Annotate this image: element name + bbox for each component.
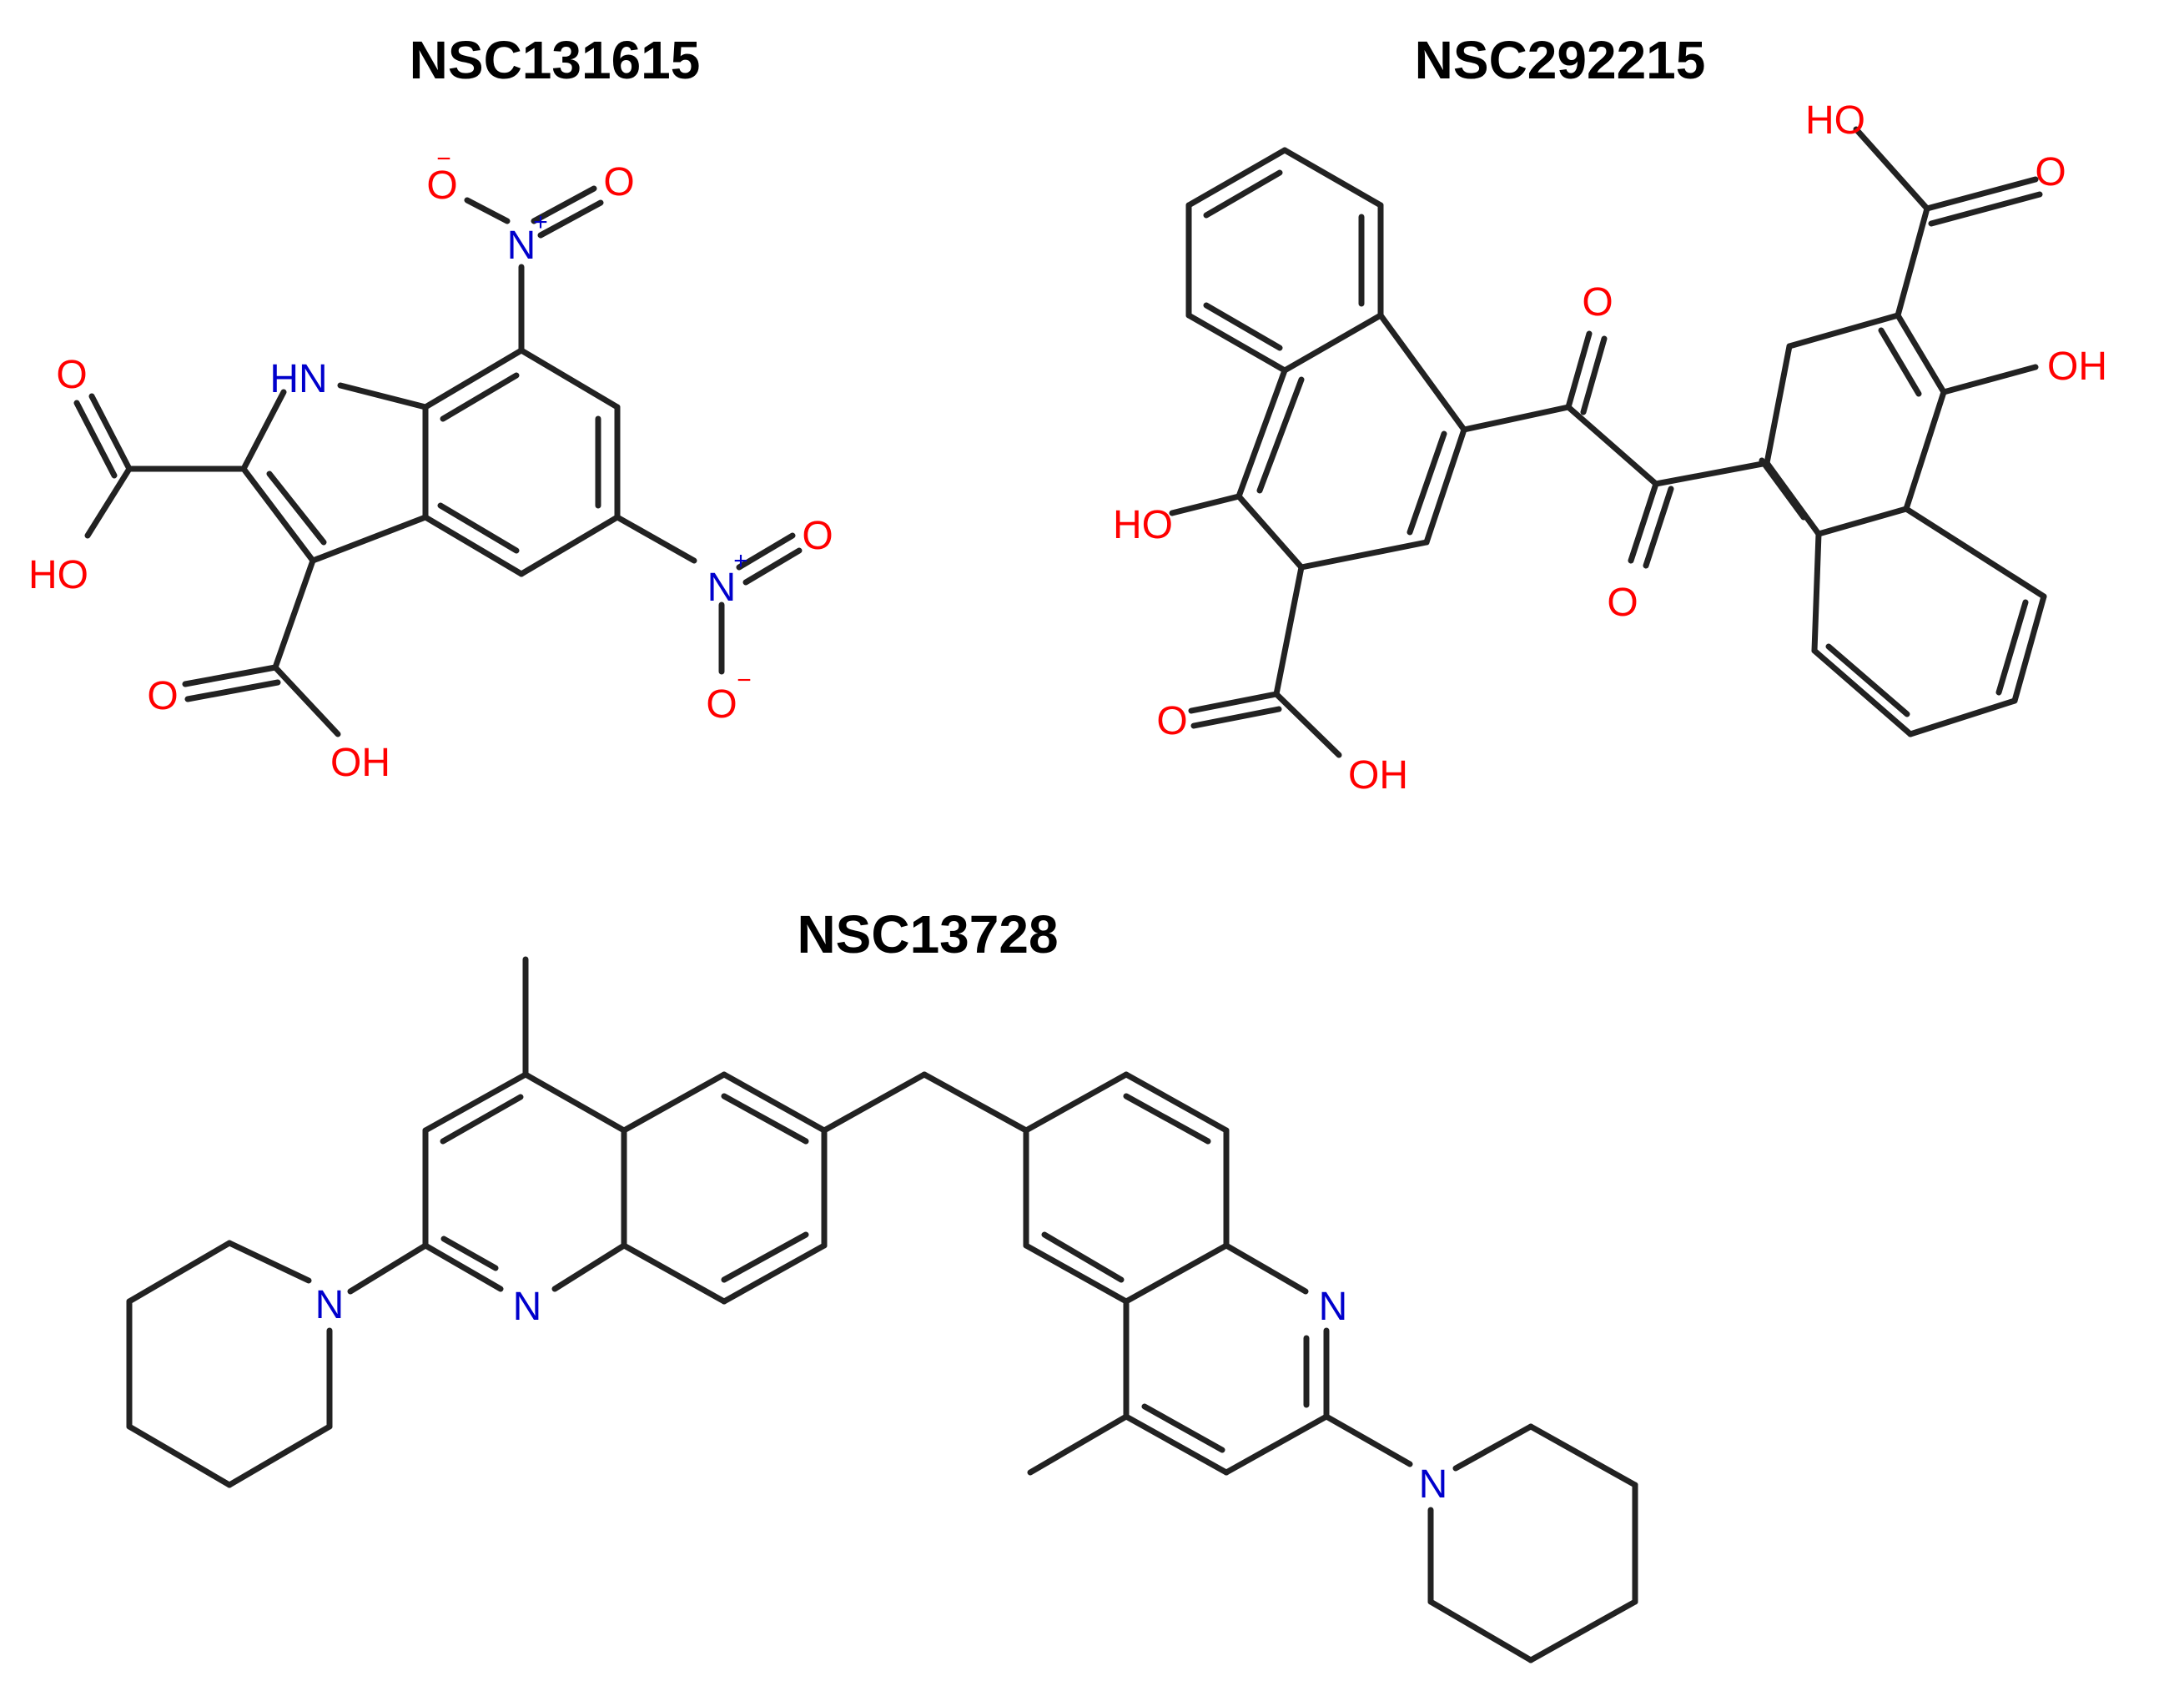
atom-label: HO bbox=[1805, 98, 1865, 143]
molecule-nsc13728: NSC13728 bbox=[126, 904, 1638, 1663]
atom-label: O bbox=[1156, 699, 1187, 743]
atom-labels: HN N + O − O N + O O − O HO O OH bbox=[28, 145, 833, 785]
molecule-title: NSC13728 bbox=[797, 904, 1058, 964]
atom-label: O bbox=[706, 682, 737, 727]
atom-label: N bbox=[1419, 1462, 1448, 1507]
atom-label: HN bbox=[269, 357, 327, 401]
atom-label: O bbox=[603, 160, 634, 204]
atom-label: N bbox=[513, 1285, 542, 1329]
charge-label: − bbox=[436, 145, 451, 173]
atom-label: HO bbox=[28, 553, 88, 597]
atom-labels: N N N N bbox=[315, 1283, 1448, 1507]
molecule-nsc292215: NSC292215 bbox=[1113, 30, 2107, 798]
atom-label: OH bbox=[1348, 753, 1408, 798]
bonds bbox=[126, 956, 1638, 1663]
atom-label: O bbox=[2035, 150, 2066, 194]
atom-label: OH bbox=[2047, 345, 2107, 389]
atom-label: O bbox=[56, 353, 87, 397]
charge-label: + bbox=[533, 209, 548, 236]
atom-label: N bbox=[507, 224, 536, 268]
atom-label: O bbox=[426, 164, 457, 208]
molecule-title: NSC131615 bbox=[410, 30, 701, 90]
atom-label: N bbox=[707, 566, 737, 610]
atom-label: O bbox=[802, 514, 833, 558]
atom-label: OH bbox=[330, 741, 390, 785]
bonds bbox=[1169, 126, 2047, 758]
atom-label: HO bbox=[1113, 503, 1173, 547]
atom-label: N bbox=[1319, 1285, 1348, 1329]
charge-label: + bbox=[733, 547, 748, 575]
molecule-nsc131615: NSC131615 bbox=[28, 30, 833, 785]
atom-label: O bbox=[1582, 280, 1613, 325]
atom-labels: HO O OH O O HO O OH bbox=[1113, 98, 2107, 798]
atom-label: O bbox=[1607, 581, 1638, 625]
molecule-title: NSC292215 bbox=[1415, 30, 1706, 90]
atom-label: O bbox=[147, 674, 178, 718]
charge-label: − bbox=[737, 667, 752, 694]
bonds bbox=[73, 185, 803, 737]
atom-label: N bbox=[315, 1283, 345, 1327]
